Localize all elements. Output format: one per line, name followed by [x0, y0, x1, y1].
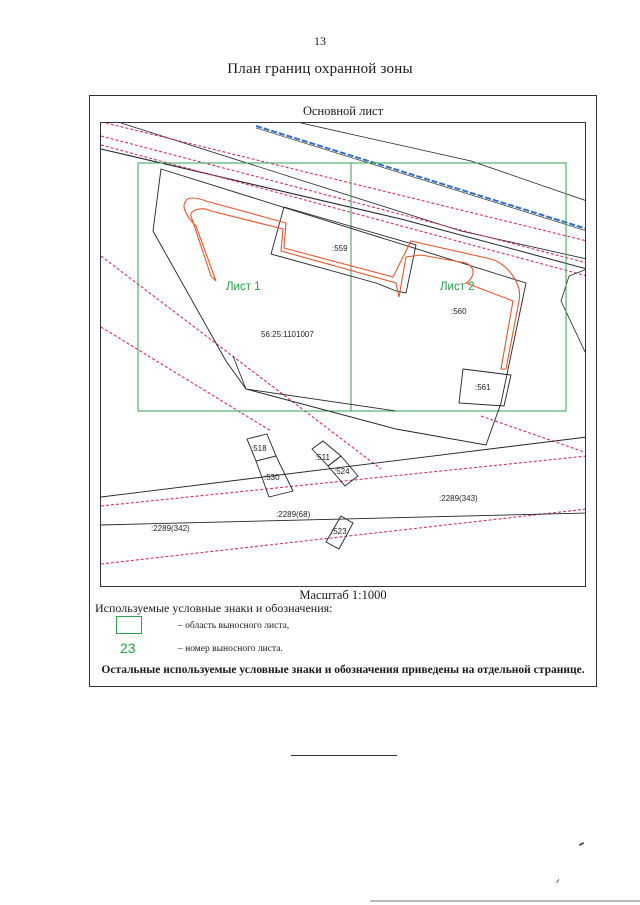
- road-label: :2289(68): [276, 510, 311, 519]
- sheet-2-boundary: [350, 162, 567, 412]
- road-label: :2289(342): [151, 524, 190, 533]
- footnote: Остальные используемые условные знаки и …: [101, 664, 585, 676]
- scan-artifact: [578, 841, 585, 847]
- zone-dashed-line: [101, 255, 382, 470]
- parcel-label: :561: [475, 383, 491, 392]
- parcel-label: :560: [451, 307, 467, 316]
- parcel-524: [327, 455, 359, 487]
- parcel-label: :511: [315, 453, 331, 462]
- legend-sheet-area-swatch: [116, 616, 142, 634]
- parcel-inner: [232, 355, 397, 412]
- road-line: [101, 512, 585, 526]
- road-line: [101, 436, 585, 498]
- parcel-label: :559: [332, 244, 348, 253]
- zone-dashed-line: [101, 455, 585, 507]
- zone-dashed-line: [101, 135, 585, 264]
- zone-dashed-line: [105, 123, 585, 242]
- parcel-559: [270, 206, 417, 294]
- boundary-line: [120, 123, 585, 259]
- scale-label: Масштаб 1:1000: [299, 588, 387, 602]
- legend-sheet-number-sample: 23: [120, 640, 136, 656]
- sheet-1-label: Лист 1: [226, 281, 261, 293]
- boundary-line: [101, 148, 585, 269]
- cadastral-block-label: 56:25:1101007: [261, 330, 314, 339]
- zone-dashed-line: [101, 144, 585, 277]
- boundary-line: [300, 123, 585, 201]
- legend-sheet-number-desc: – номер выносного листа.: [178, 644, 283, 654]
- page-number: 13: [314, 34, 326, 48]
- zone-dashed-line: [101, 326, 272, 432]
- parcel-523: [325, 515, 354, 550]
- scan-artifact: [370, 900, 640, 902]
- map-frame: [89, 95, 597, 687]
- parcel-boundary: [560, 269, 585, 353]
- parcel-label: :518: [251, 444, 267, 453]
- document-title: План границ охранной зоны: [227, 61, 413, 77]
- parcel-label: :530: [264, 473, 280, 482]
- parcel-label: :523: [331, 527, 347, 536]
- zone-dashed-line: [101, 508, 585, 565]
- zone-dashed-line: [480, 415, 585, 453]
- blue-utility-line: [255, 125, 585, 230]
- parcel-530: [255, 455, 294, 498]
- protection-zone-outline: [183, 197, 521, 370]
- cadastral-map: Лист 1 Лист 2 56:25:1101007 :559 :560 :5…: [101, 123, 585, 565]
- sheet-heading: Основной лист: [302, 104, 384, 118]
- road-label: :2289(343): [439, 494, 478, 503]
- legend-title: Используемые условные знаки и обозначени…: [95, 601, 333, 615]
- signature-line: [291, 755, 397, 756]
- map-area: Лист 1 Лист 2 56:25:1101007 :559 :560 :5…: [100, 122, 586, 587]
- parcel-main: [152, 168, 527, 446]
- parcel-561: [458, 368, 512, 407]
- sheet-2-label: Лист 2: [440, 281, 475, 293]
- scan-artifact: [556, 879, 563, 885]
- blue-utility-line: [255, 127, 585, 231]
- parcel-label: :524: [334, 467, 350, 476]
- legend-sheet-area-desc: – область выносного листа,: [178, 621, 290, 631]
